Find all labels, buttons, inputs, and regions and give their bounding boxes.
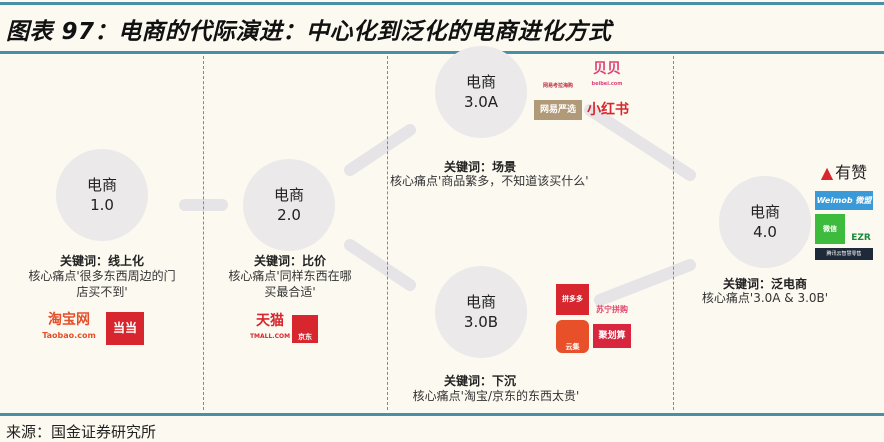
juhuasuan-logo: 聚划算 bbox=[593, 324, 631, 348]
figure-title: 图表 97：电商的代际演进：中心化到泛化的电商进化方式 bbox=[6, 19, 612, 45]
logo-text: beibei.com bbox=[591, 81, 623, 87]
wechat-logo: 微信 bbox=[815, 214, 845, 244]
stage-name: 电商 bbox=[465, 293, 496, 311]
logo-text: 天猫 bbox=[256, 313, 284, 329]
logo-text: EZR bbox=[851, 233, 871, 243]
thumbs-up-icon: ▲ bbox=[820, 162, 834, 182]
logo-text: 微信 bbox=[823, 224, 837, 233]
pain-line: 店买不到' bbox=[76, 285, 128, 299]
suning-pingou-logo: 苏宁拼购 bbox=[593, 284, 631, 315]
tencent-cloud-retail-logo: 腾讯云智慧零售 bbox=[815, 248, 873, 260]
stage-version: 2.0 bbox=[277, 206, 301, 224]
logo-text: TMALL.COM bbox=[249, 333, 291, 340]
stage-circle-3-0a: 电商 3.0A bbox=[435, 46, 527, 138]
kaola-logo: 网易考拉海购 bbox=[541, 64, 575, 92]
bottom-rule bbox=[0, 413, 884, 416]
stage-circle-2-0: 电商 2.0 bbox=[243, 159, 335, 251]
divider bbox=[203, 56, 204, 410]
stage-version: 4.0 bbox=[753, 223, 777, 241]
stage-name: 电商 bbox=[749, 203, 780, 221]
logo-text: Weimob 微盟 bbox=[816, 196, 872, 205]
divider bbox=[673, 56, 674, 410]
pain-line: 核心痛点'淘宝/京东的东西太贵' bbox=[412, 389, 580, 403]
logo-text: 小红书 bbox=[587, 101, 629, 118]
logo-text: 贝贝 bbox=[593, 61, 621, 77]
youzan-logo: ▲ 有赞 bbox=[814, 160, 874, 184]
dangdang-logo: 当当 bbox=[106, 312, 144, 345]
logo-text: 拼多多 bbox=[562, 295, 583, 303]
logo-text: 淘宝网 bbox=[48, 312, 90, 328]
logo-text: 云集 bbox=[565, 343, 580, 351]
stage-pain-point: 核心痛点'商品繁多，不知道该买什么' bbox=[386, 173, 626, 189]
pain-line: 核心痛点'同样东西在哪 bbox=[228, 269, 352, 283]
taobao-logo: 淘宝网 Taobao.com bbox=[40, 312, 98, 344]
pinduoduo-logo: 拼多多 bbox=[556, 284, 589, 315]
arrow-2-to-3b bbox=[344, 239, 416, 291]
ezr-logo: EZR bbox=[848, 216, 874, 244]
stage-circle-4-0: 电商 4.0 bbox=[719, 176, 811, 268]
stage-pain-point: 核心痛点'同样东西在哪 买最合适' bbox=[210, 268, 370, 300]
source-note: 来源：国金证券研究所 bbox=[6, 423, 157, 441]
divider bbox=[387, 56, 388, 410]
top-rule bbox=[0, 2, 884, 5]
stage-keyword: 关键词：比价 bbox=[253, 254, 326, 268]
arrow-3b-to-4 bbox=[594, 259, 696, 306]
logo-text: 有赞 bbox=[835, 162, 868, 182]
title-rule bbox=[0, 51, 884, 54]
logo-text: 聚划算 bbox=[598, 330, 626, 341]
pain-line: 核心痛点'商品繁多，不知道该买什么' bbox=[390, 174, 589, 188]
stage-keyword: 关键词：场景 bbox=[443, 160, 516, 174]
yunji-logo: 云集 bbox=[556, 320, 589, 353]
arrow-2-to-3a bbox=[344, 124, 416, 176]
yanxuan-logo: 网易严选 bbox=[534, 100, 582, 120]
weimob-logo: Weimob 微盟 bbox=[815, 191, 873, 210]
logo-text: 苏宁拼购 bbox=[596, 305, 628, 314]
stage-name: 电商 bbox=[86, 176, 117, 194]
stage-version: 1.0 bbox=[90, 196, 114, 214]
pain-line: 核心痛点'3.0A & 3.0B' bbox=[701, 291, 829, 305]
stage-circle-3-0b: 电商 3.0B bbox=[435, 266, 527, 358]
stage-pain-point: 核心痛点'很多东西周边的门 店买不到' bbox=[2, 268, 202, 300]
beibei-logo: 贝贝 beibei.com bbox=[590, 62, 624, 92]
jd-logo: 京东 bbox=[292, 315, 318, 343]
stage-keyword: 关键词：下沉 bbox=[443, 374, 516, 388]
logo-text: 京东 bbox=[298, 333, 312, 341]
stage-keyword: 关键词：泛电商 bbox=[722, 277, 807, 291]
stage-keyword: 关键词：线上化 bbox=[59, 254, 144, 268]
xiaohongshu-logo: 小红书 bbox=[584, 100, 632, 120]
logo-text: 网易严选 bbox=[539, 104, 576, 115]
logo-text: 网易考拉海购 bbox=[542, 83, 573, 89]
stage-pain-point: 核心痛点'淘宝/京东的东西太贵' bbox=[386, 388, 606, 404]
logo-text: 腾讯云智慧零售 bbox=[826, 250, 862, 257]
logo-text: Taobao.com bbox=[42, 331, 96, 340]
logo-text: 当当 bbox=[112, 321, 137, 335]
stage-version: 3.0A bbox=[463, 93, 499, 111]
stage-circle-1-0: 电商 1.0 bbox=[56, 149, 148, 241]
pain-line: 买最合适' bbox=[264, 285, 316, 299]
stage-name: 电商 bbox=[465, 73, 496, 91]
stage-pain-point: 核心痛点'3.0A & 3.0B' bbox=[690, 290, 840, 306]
stage-version: 3.0B bbox=[463, 313, 499, 331]
tmall-logo: 天猫 TMALL.COM bbox=[250, 314, 290, 344]
stage-name: 电商 bbox=[273, 186, 304, 204]
pain-line: 核心痛点'很多东西周边的门 bbox=[28, 269, 176, 283]
